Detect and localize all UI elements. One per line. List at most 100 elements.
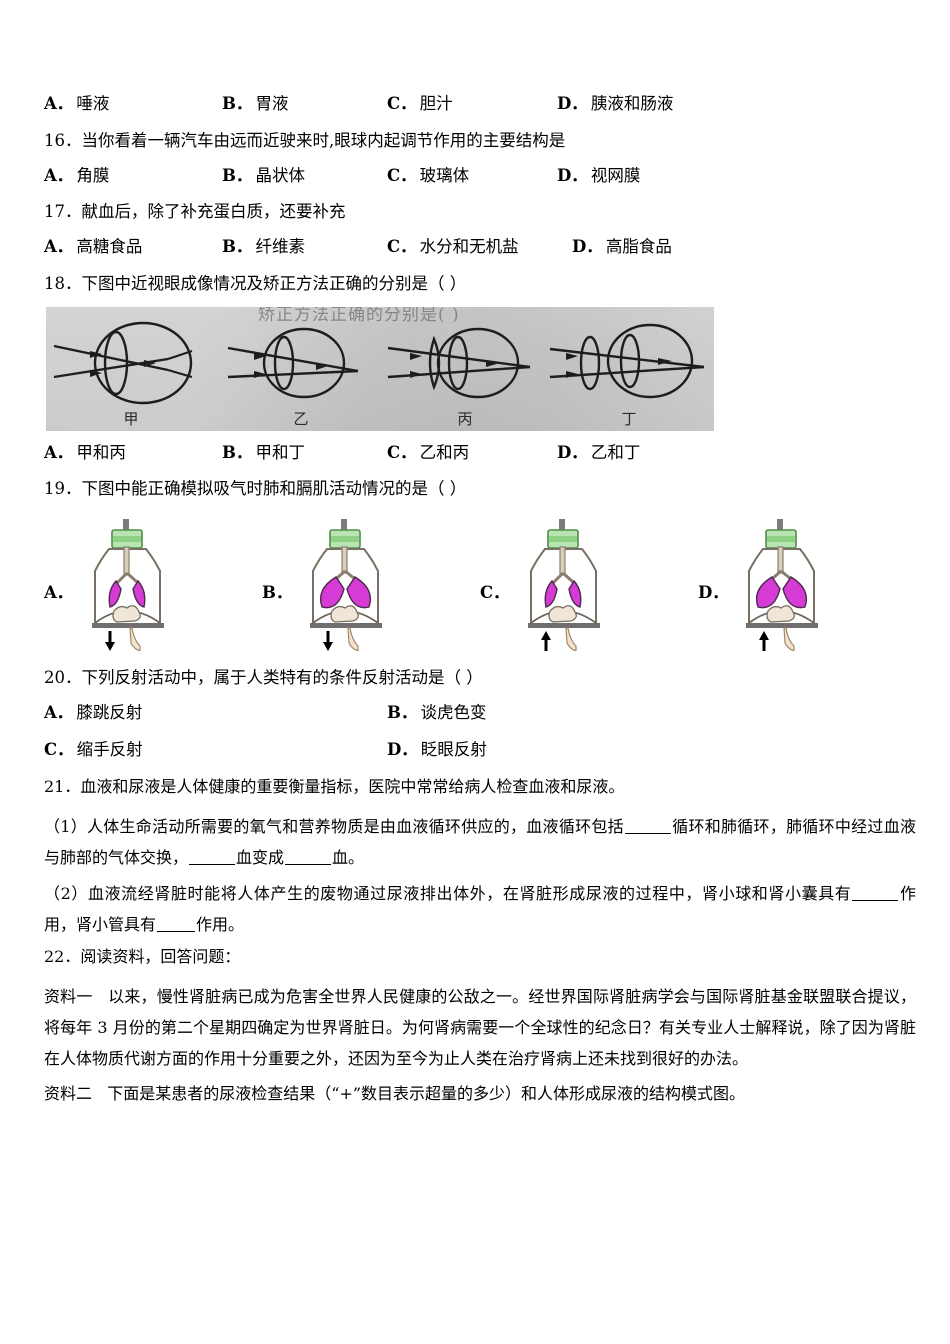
q17-option-a-label: A． <box>44 237 74 256</box>
q22-material-2-text: 下面是某患者的尿液检查结果（“+”数目表示超量的多少）和人体形成尿液的结构模式图… <box>107 1084 746 1104</box>
ray-arrow-bing-3 <box>486 359 500 367</box>
q18-option-a[interactable]: A．甲和丙 <box>44 441 222 466</box>
diaphragm-arrow-down-a <box>105 631 115 651</box>
q15-option-d[interactable]: D．胰液和肠液 <box>557 92 916 117</box>
diaphragm-arrow-up-c <box>541 631 551 651</box>
eye-panel-yi: 乙 <box>218 315 384 431</box>
q16-option-b-text: 晶状体 <box>255 165 305 185</box>
q17-option-a[interactable]: A．高糖食品 <box>44 235 222 260</box>
q19-option-c-label: C． <box>480 583 510 602</box>
q21-blank-4[interactable] <box>852 884 899 901</box>
q17-option-d[interactable]: D．高脂食品 <box>572 235 916 260</box>
q16-option-a[interactable]: A．角膜 <box>44 164 222 189</box>
ray-arrow-jia-1 <box>90 350 102 358</box>
q20-option-b[interactable]: B．谈虎色变 <box>387 701 916 726</box>
q17-options-row: A．高糖食品 B．纤维素 C．水分和无机盐 D．高脂食品 <box>44 235 916 260</box>
q22-material-1: 资料一 以来，慢性肾脏病已成为危害全世界人民健康的公敌之一。经世界国际肾脏病学会… <box>44 981 916 1075</box>
lung-left-c <box>544 579 558 608</box>
q21-sub1-text-3: 血液与肺部的气体交换， <box>44 817 916 868</box>
jar-tube-top-b <box>341 519 347 531</box>
jar-tube-top-a <box>123 519 129 531</box>
q16-options-row: A．角膜 B．晶状体 C．玻璃体 D．视网膜 <box>44 164 916 189</box>
q19-option-b-label: B． <box>262 583 293 602</box>
ray-arrow-yi-2 <box>254 370 266 378</box>
q15-option-c-text: 胆汁 <box>419 94 453 113</box>
ray-arrow-yi-1 <box>254 352 266 360</box>
q19-bell-jar-figure-row: A． <box>44 512 916 652</box>
trachea-d <box>777 546 784 574</box>
q18-option-c[interactable]: C．乙和丙 <box>387 441 557 466</box>
bell-jar-c-svg <box>528 519 600 651</box>
q16-option-a-label: A． <box>44 165 74 185</box>
q21-blank-5[interactable] <box>157 916 196 932</box>
q19-stem: 19．下图中能正确模拟吸气时肺和膈肌活动情况的是（ ） <box>44 479 467 499</box>
q17-option-c-text: 水分和无机盐 <box>419 237 519 256</box>
ray-arrow-jia-2 <box>90 369 102 377</box>
q20-option-b-text: 谈虎色变 <box>420 702 487 722</box>
eye-diagram-jia-svg <box>53 321 193 404</box>
q20-option-a-text: 膝跳反射 <box>76 702 143 722</box>
q16-option-b[interactable]: B．晶状体 <box>222 164 387 189</box>
q16-option-d[interactable]: D．视网膜 <box>557 164 916 189</box>
q18-option-b[interactable]: B．甲和丁 <box>222 441 387 466</box>
jar-stopper-band-a <box>113 536 141 542</box>
q20-options-row-2: C．缩手反射 D．眨眼反射 <box>44 738 916 763</box>
q20-option-a[interactable]: A．膝跳反射 <box>44 701 387 726</box>
q19-option-c[interactable]: C． <box>480 512 698 652</box>
q15-option-a[interactable]: A．唾液 <box>44 92 222 117</box>
q17-option-c-label: C． <box>387 237 417 256</box>
bronchi-d <box>771 569 792 581</box>
q18-option-d-text: 乙和丁 <box>590 442 641 462</box>
q20-option-c[interactable]: C．缩手反射 <box>44 738 387 763</box>
jar-base-c <box>528 623 600 628</box>
q21-sub1-text-4: 血变成 <box>236 848 285 868</box>
q21-blank-2[interactable] <box>189 849 236 866</box>
q16-stem: 16．当你看着一辆汽车由远而近驶来时,眼球内起调节作用的主要结构是 <box>44 130 566 150</box>
q19-option-d[interactable]: D． <box>698 512 916 652</box>
q19-option-b[interactable]: B． <box>262 512 480 652</box>
q21-sub2: （2）血液流经肾脏时能将人体产生的废物通过尿液排出体外，在肾脏形成尿液的过程中，… <box>44 878 916 940</box>
eye-panel-bing: 丙 <box>382 315 548 431</box>
q22-stem: 22．阅读资料，回答问题： <box>44 946 241 966</box>
lung-right-b <box>346 576 372 609</box>
bronchi-b <box>335 569 356 581</box>
q19-option-a[interactable]: A． <box>44 512 262 652</box>
q21-stem: 21．血液和尿液是人体健康的重要衡量指标，医院中常常给病人检查血液和尿液。 <box>44 777 625 797</box>
eye-label-bing: 丙 <box>457 409 473 428</box>
q18-option-d-label: D． <box>557 442 588 462</box>
q17-option-b-label: B． <box>222 237 253 256</box>
lung-left-b <box>319 576 345 609</box>
jar-base-d <box>746 623 818 628</box>
jar-base-b <box>310 623 382 628</box>
q18-option-d[interactable]: D．乙和丁 <box>557 441 916 466</box>
q20-option-b-label: B． <box>387 702 418 722</box>
q20-option-d[interactable]: D．眨眼反射 <box>387 738 916 763</box>
q17-option-b-text: 纤维素 <box>255 237 305 256</box>
q15-option-a-label: A． <box>44 94 74 113</box>
ray-arrow-ding-3 <box>658 357 672 365</box>
q16-option-c[interactable]: C．玻璃体 <box>387 164 557 189</box>
q17-option-b[interactable]: B．纤维素 <box>222 235 387 260</box>
q18-option-b-text: 甲和丁 <box>255 442 305 462</box>
q21-sub1-text-2: 循环和肺循环，肺循环中经过 <box>671 817 884 837</box>
q15-option-d-label: D． <box>557 94 588 113</box>
q21-blank-3[interactable] <box>285 849 332 866</box>
ray-arrow-ding-1 <box>566 352 578 360</box>
trachea-c <box>559 546 566 576</box>
eye-label-jia: 甲 <box>123 409 139 428</box>
q21-blank-1[interactable] <box>624 818 671 835</box>
q15-option-d-text: 胰液和肠液 <box>590 94 674 113</box>
q19-option-a-label: A． <box>44 583 74 602</box>
q17-option-c[interactable]: C．水分和无机盐 <box>387 235 572 260</box>
q15-option-c[interactable]: C．胆汁 <box>387 92 557 117</box>
q16-option-b-label: B． <box>222 165 253 185</box>
jar-stopper-band-c <box>549 536 577 542</box>
scan-ghost-text: 矫正方法正确的分别是( ) <box>258 306 460 325</box>
q21-sub1: （1）人体生命活动所需要的氧气和营养物质是由血液循环供应的，血液循环包括循环和肺… <box>44 811 916 873</box>
q15-option-c-label: C． <box>387 94 417 113</box>
q16-option-c-label: C． <box>387 165 417 185</box>
q15-option-b[interactable]: B．胃液 <box>222 92 387 117</box>
trachea-a <box>123 546 130 576</box>
lung-right-c <box>568 579 582 608</box>
